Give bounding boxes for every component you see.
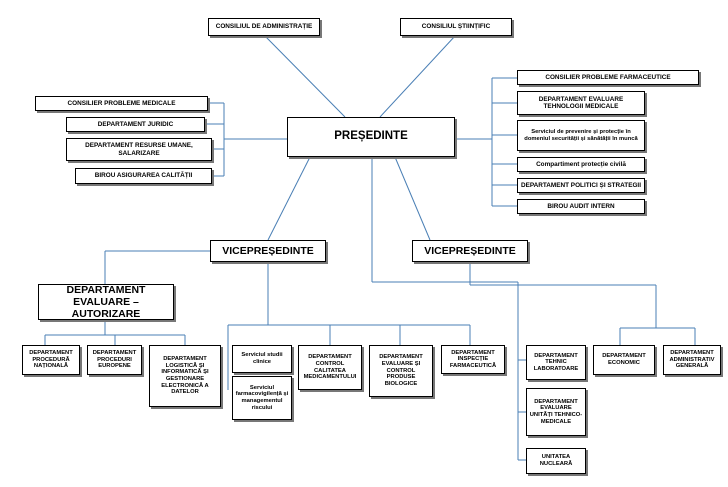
science-board-box: CONSILIUL ȘTIINȚIFIC (400, 18, 512, 36)
legal-dept-box: DEPARTAMENT JURIDIC (66, 117, 205, 132)
vice-president-right-box: VICEPREȘEDINTE (412, 240, 528, 262)
quality-control-dept-box: DEPARTAMENT CONTROL CALITATEA MEDICAMENT… (298, 345, 362, 390)
administrative-dept-box: DEPARTAMENT ADMINISTRATIV GENERALĂ (663, 345, 721, 375)
president-box: PREȘEDINTE (287, 117, 455, 157)
technical-labs-dept-box: DEPARTAMENT TEHNIC LABORATOARE (526, 345, 586, 380)
connector-president-vice-left (267, 156, 311, 241)
vice-president-left-box: VICEPREȘEDINTE (210, 240, 326, 262)
hr-dept-box: DEPARTAMENT RESURSE UMANE, SALARIZARE (66, 138, 212, 161)
connector-science-president (379, 35, 456, 118)
health-tech-eval-box: DEPARTAMENT EVALUARE TEHNOLOGII MEDICALE (517, 91, 645, 115)
logistics-it-dept-box: DEPARTAMENT LOGISTICĂ ȘI INFORMATICĂ ȘI … (149, 345, 221, 407)
pharma-advisor-box: CONSILIER PROBLEME FARMACEUTICE (517, 70, 699, 85)
civil-protection-box: Compartiment protecție civilă (517, 157, 645, 172)
clinical-studies-service-box: Serviciul studii clinice (232, 345, 292, 373)
quality-office-box: BIROU ASIGURAREA CALITĂȚII (75, 168, 212, 184)
safety-service-box: Serviciul de prevenire și protecție în d… (517, 120, 645, 151)
connector-president-vice-right (394, 156, 431, 241)
pharmacovigilance-service-box: Serviciul farmacovigilență și management… (232, 376, 292, 420)
internal-audit-box: BIROU AUDIT INTERN (517, 199, 645, 214)
biological-products-dept-box: DEPARTAMENT EVALUARE ȘI CONTROL PRODUSE … (369, 345, 433, 397)
european-procedures-dept-box: DEPARTAMENT PROCEDURI EUROPENE (87, 345, 142, 375)
policy-strategy-box: DEPARTAMENT POLITICI ȘI STRATEGII (517, 178, 645, 193)
national-procedure-dept-box: DEPARTAMENT PROCEDURĂ NAȚIONALĂ (22, 345, 80, 375)
evaluation-authorization-dept-box: DEPARTAMENT EVALUARE – AUTORIZARE (38, 284, 174, 320)
connector-admin-president (264, 35, 346, 118)
pharma-inspection-dept-box: DEPARTAMENT INSPECȚIE FARMACEUTICĂ (441, 345, 505, 374)
medical-advisor-box: CONSILIER PROBLEME MEDICALE (35, 96, 208, 111)
technico-medical-eval-dept-box: DEPARTAMENT EVALUARE UNITĂȚI TEHNICO-MED… (526, 388, 586, 436)
nuclear-unit-box: UNITATEA NUCLEARĂ (526, 448, 586, 474)
economic-dept-box: DEPARTAMENT ECONOMIC (593, 345, 655, 375)
admin-board-box: CONSILIUL DE ADMINISTRAȚIE (208, 18, 320, 36)
